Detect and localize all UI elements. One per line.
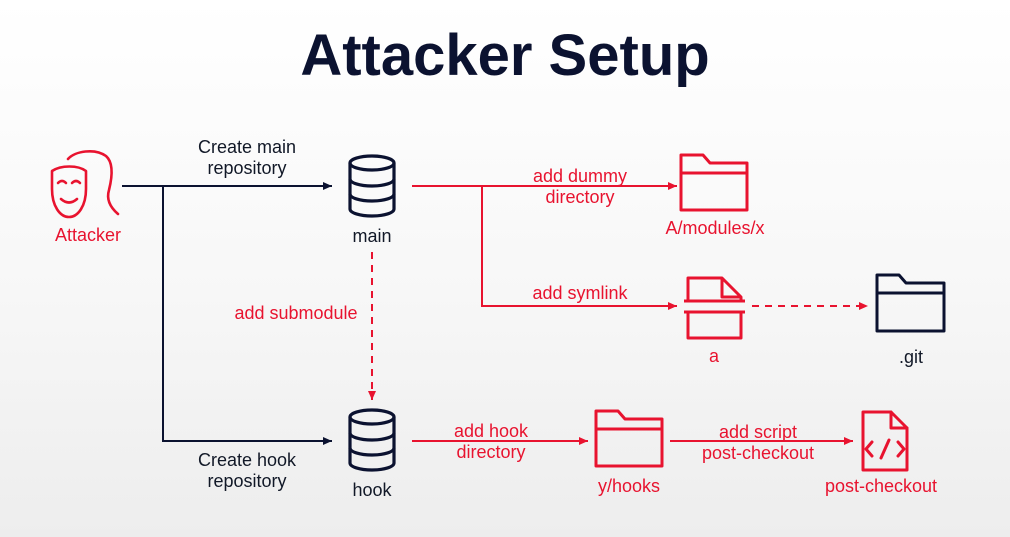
database-icon (348, 154, 396, 218)
folder-icon (875, 273, 946, 333)
attacker-label: Attacker (55, 225, 121, 245)
database-icon (348, 408, 396, 472)
attacker-node: Attacker (50, 150, 121, 245)
add-hook-dir-label-line1: add hook (454, 421, 529, 441)
file-icon (684, 276, 745, 340)
modules-folder-node: A/modules/x (665, 153, 765, 238)
folder-icon (679, 153, 749, 212)
hook-node: hook (348, 408, 396, 500)
add-submodule-label: add submodule (234, 303, 357, 323)
create-hook-label-line1: Create hook (198, 450, 297, 470)
main-node: main (348, 154, 396, 246)
git-folder-node: .git (875, 273, 946, 367)
edge-create-hook (162, 186, 332, 445)
modules-label: A/modules/x (665, 218, 764, 238)
post-checkout-label: post-checkout (825, 476, 937, 496)
add-script-label-line1: add script (719, 422, 797, 442)
git-label: .git (899, 347, 923, 367)
symlink-file-node: a (684, 276, 745, 366)
hooks-label: y/hooks (598, 476, 660, 496)
attacker-mask-icon (50, 150, 120, 219)
hooks-folder-node: y/hooks (594, 409, 664, 496)
add-script-label-line2: post-checkout (702, 443, 814, 463)
code-file-icon (861, 410, 909, 472)
edge-add-symlink (481, 186, 677, 310)
post-checkout-node: post-checkout (825, 410, 937, 496)
create-main-label-line2: repository (207, 158, 286, 178)
symlink-label: a (709, 346, 720, 366)
add-symlink-label: add symlink (532, 283, 628, 303)
page-title: Attacker Setup (300, 23, 710, 88)
hook-label: hook (352, 480, 392, 500)
folder-icon (594, 409, 664, 468)
create-hook-label-line2: repository (207, 471, 286, 491)
add-dummy-label-line2: directory (545, 187, 614, 207)
main-label: main (352, 226, 391, 246)
create-main-label-line1: Create main (198, 137, 296, 157)
add-hook-dir-label-line2: directory (456, 442, 525, 462)
add-dummy-label-line1: add dummy (533, 166, 627, 186)
